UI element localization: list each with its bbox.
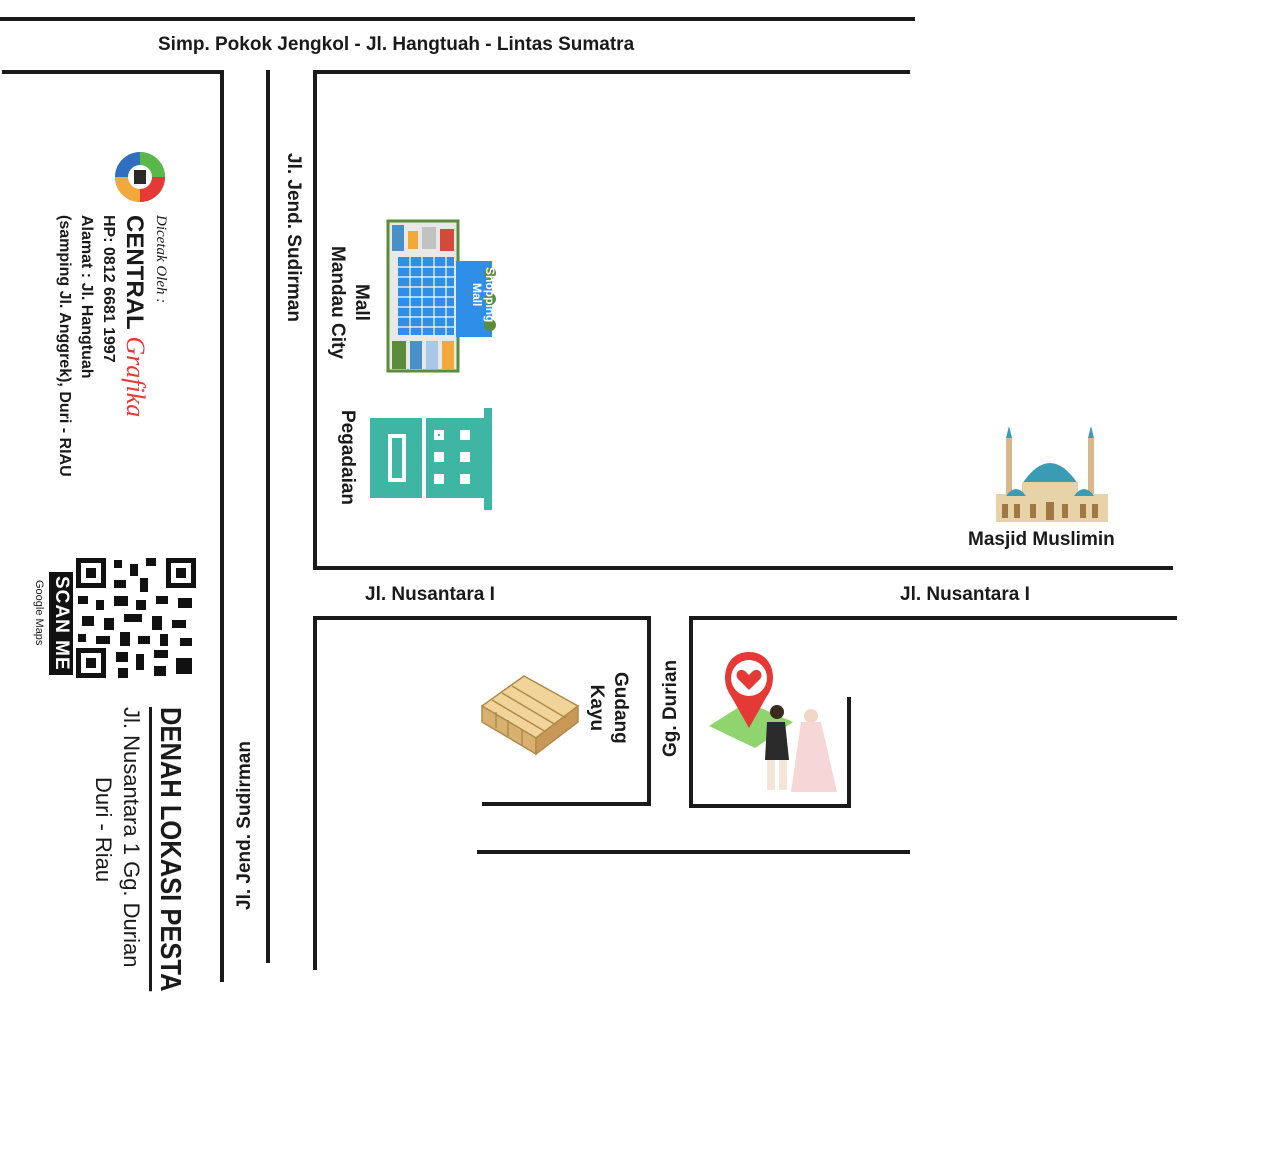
road-vertical-1 [220, 70, 224, 982]
mall-sign: Shopping Mall [470, 267, 497, 323]
page-title: DENAH LOKASI PESTA [149, 707, 188, 992]
central-grafika-logo-icon [113, 150, 167, 209]
road-bottom [477, 850, 910, 854]
road-top-lower-right [313, 70, 910, 74]
masjid-label: Masjid Muslimin [968, 529, 1115, 550]
qr-code-icon [74, 556, 198, 685]
road-nusantara-north [313, 566, 1173, 570]
road-block-right-inner [847, 697, 851, 808]
road-top-upper [0, 17, 915, 21]
road-label-top: Simp. Pokok Jengkol - Jl. Hangtuah - Lin… [158, 34, 635, 55]
address-line-1: Alamat : Jl. Hangtuah [78, 215, 95, 379]
road-label-durian: Gg. Durian [660, 659, 681, 757]
pegadaian-label: Pegadaian [337, 410, 358, 506]
wood-pile-icon [478, 666, 582, 761]
road-label-nusantara-left: Jl. Nusantara I [365, 584, 495, 605]
google-maps-label: Google Maps [33, 580, 45, 646]
pegadaian-building-icon [368, 406, 496, 517]
road-block-left-right [647, 616, 651, 806]
road-nusantara-south-right [689, 616, 1177, 620]
gudang-label: Gudang Kayu [586, 672, 631, 744]
road-block-right-left [689, 616, 693, 808]
print-credit: Dicetak Oleh : CENTRAL Grafika HP: 0812 … [53, 215, 172, 477]
road-nusantara-south-left [313, 616, 651, 620]
phone-text: HP: 0812 6681 1997 [100, 215, 117, 363]
road-block-right-bottom [689, 804, 851, 808]
scan-me-text: SCAN ME [49, 572, 73, 675]
road-label-nusantara-right: Jl. Nusantara I [900, 584, 1030, 605]
location-title-block: DENAH LOKASI PESTA Jl. Nusantara 1 Gg. D… [89, 707, 188, 1030]
wedding-location-pin-icon [705, 650, 845, 805]
road-vertical-3 [313, 70, 317, 570]
scan-me-badge: SCAN ME [49, 572, 73, 675]
mosque-icon [988, 424, 1116, 529]
mall-building-icon: Shopping Mall [386, 217, 501, 384]
brand-name: CENTRAL Grafika [119, 215, 150, 477]
road-vertical-3-lower [313, 616, 317, 970]
subtitle-line-2: Duri - Riau [91, 777, 116, 883]
subtitle-line-1: Jl. Nusantara 1 Gg. Durian [119, 707, 144, 968]
address-line-2: (samping Jl. Anggrek), Duri - RIAU [56, 215, 73, 477]
mall-label: Mall Mandau City [327, 246, 372, 359]
road-top-lower-left [2, 70, 224, 74]
road-label-sudirman-upper: Jl. Jend. Sudirman [283, 153, 304, 322]
brand-script: Grafika [121, 336, 150, 418]
road-block-left-bottom [482, 802, 651, 806]
credit-label: Dicetak Oleh : [153, 215, 169, 304]
road-label-sudirman-lower: Jl. Jend. Sudirman [234, 741, 255, 910]
road-vertical-2 [266, 70, 270, 963]
brand-main: CENTRAL [121, 215, 148, 330]
